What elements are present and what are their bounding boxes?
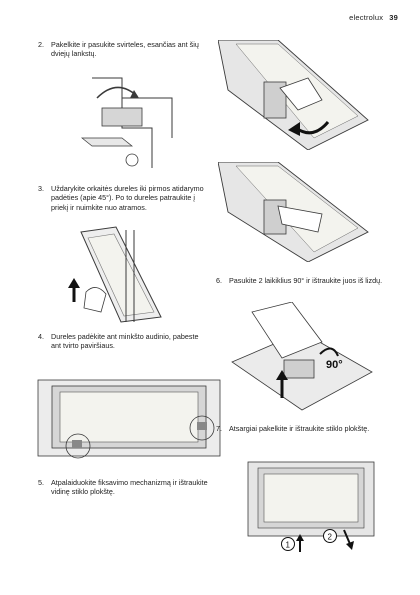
step-5: 5. Atpalaiduokite fiksavimo mechanizmą i… bbox=[38, 478, 210, 497]
step-4: 4. Dureles padėkite ant minkšto audinio,… bbox=[38, 332, 210, 351]
step-number: 5. bbox=[38, 478, 44, 487]
door-on-cloth-illustration bbox=[34, 372, 224, 464]
step-number: 6. bbox=[216, 276, 222, 285]
step-text: Atsargiai pakelkite ir ištraukite stiklo… bbox=[229, 424, 370, 433]
marker-1: 1 bbox=[286, 541, 291, 550]
step-2: 2. Pakelkite ir pasukite svirteles, esan… bbox=[38, 40, 208, 59]
marker-2: 2 bbox=[328, 533, 333, 542]
angle-label: 90° bbox=[326, 359, 343, 371]
lever-rotation-illustration-bottom bbox=[218, 162, 378, 262]
step-3: 3. Uždarykite orkaitės dureles iki pirmo… bbox=[38, 184, 210, 212]
holder-rotation-illustration: 90° bbox=[222, 302, 380, 414]
step-6: 6. Pasukite 2 laikiklius 90° ir ištrauki… bbox=[216, 276, 386, 285]
glass-removal-illustration: 1 2 bbox=[246, 460, 376, 554]
page-number: 39 bbox=[389, 13, 398, 22]
step-number: 7. bbox=[216, 424, 222, 433]
step-text: Uždarykite orkaitės dureles iki pirmos a… bbox=[51, 184, 204, 212]
step-number: 2. bbox=[38, 40, 44, 49]
step-text: Pakelkite ir pasukite svirteles, esančia… bbox=[51, 40, 199, 59]
page-header: electrolux 39 bbox=[349, 13, 398, 22]
step-7: 7. Atsargiai pakelkite ir ištraukite sti… bbox=[216, 424, 386, 433]
hinge-lever-illustration bbox=[62, 68, 202, 178]
door-removal-illustration bbox=[66, 222, 176, 332]
step-text: Dureles padėkite ant minkšto audinio, pa… bbox=[51, 332, 199, 351]
step-text: Pasukite 2 laikiklius 90° ir ištraukite … bbox=[229, 276, 383, 285]
step-text: Atpalaiduokite fiksavimo mechanizmą ir i… bbox=[51, 478, 208, 497]
lever-rotation-illustration-top bbox=[218, 40, 378, 150]
step-number: 4. bbox=[38, 332, 44, 341]
step-number: 3. bbox=[38, 184, 44, 193]
brand-name: electrolux bbox=[349, 13, 384, 22]
